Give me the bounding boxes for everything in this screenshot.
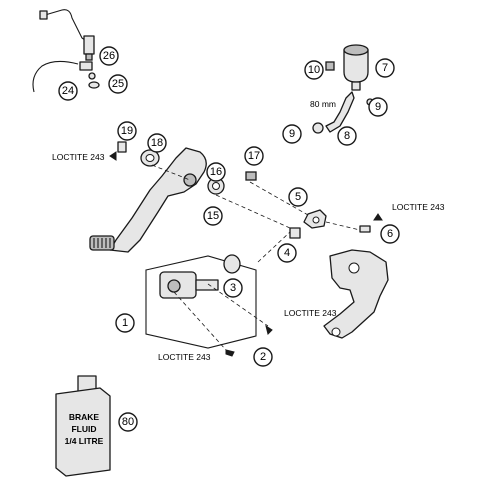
callout-9-left: 9 bbox=[289, 128, 295, 140]
loctite-note-bottom: LOCTITE 243 bbox=[158, 352, 211, 362]
callout-24: 24 bbox=[62, 85, 74, 97]
reservoir-outlet bbox=[351, 81, 361, 91]
callout-9-right: 9 bbox=[375, 101, 381, 113]
bottle-label-line2: FLUID bbox=[71, 424, 96, 434]
brake-fluid-reservoir-assembly bbox=[312, 44, 374, 134]
loctite-note-right-top: LOCTITE 243 bbox=[392, 202, 445, 212]
callout-18: 18 bbox=[151, 137, 163, 149]
brake-light-switch bbox=[83, 35, 95, 55]
callout-5: 5 bbox=[295, 191, 301, 203]
callout-17: 17 bbox=[248, 150, 260, 162]
bottle-body bbox=[55, 387, 111, 477]
pedal-bracket bbox=[323, 249, 389, 339]
reservoir-hose bbox=[325, 91, 355, 133]
bottle-label-line1: BRAKE bbox=[69, 412, 100, 422]
brake-fluid-bottle: BRAKE FLUID 1/4 LITRE bbox=[55, 375, 111, 477]
mounting-bolt-right bbox=[265, 324, 273, 335]
hose-length-label: 80 mm bbox=[310, 99, 336, 109]
clevis-pin bbox=[359, 225, 371, 233]
loctite-bolt-left bbox=[109, 151, 117, 161]
callout-6: 6 bbox=[387, 228, 393, 240]
switch-thread bbox=[85, 53, 93, 61]
bottle-label-line3: 1/4 LITRE bbox=[65, 436, 104, 446]
switch-body bbox=[79, 61, 93, 71]
hose-clamp-left bbox=[312, 122, 324, 134]
loctite-note-right-mid: LOCTITE 243 bbox=[284, 308, 337, 318]
switch-washer bbox=[88, 81, 100, 89]
bracket-plate bbox=[323, 249, 389, 339]
callout-15: 15 bbox=[207, 210, 219, 222]
pedal-tip-grooves bbox=[93, 238, 111, 248]
pivot-bolt bbox=[117, 141, 127, 153]
switch-connector bbox=[39, 10, 48, 20]
spring-wire bbox=[32, 60, 79, 93]
callout-80: 80 bbox=[122, 416, 134, 428]
mounting-bolt-bottom bbox=[225, 349, 235, 357]
dust-boot bbox=[223, 254, 241, 274]
callout-10: 10 bbox=[308, 64, 320, 76]
annotations: LOCTITE 243 LOCTITE 243 LOCTITE 243 LOCT… bbox=[52, 99, 445, 362]
callout-16: 16 bbox=[210, 166, 222, 178]
return-spring bbox=[245, 171, 257, 181]
leader-lines bbox=[151, 164, 361, 351]
switch-cable bbox=[44, 9, 89, 43]
master-cylinder-assembly bbox=[145, 227, 301, 357]
callout-3: 3 bbox=[230, 282, 236, 294]
reservoir-bolt bbox=[325, 61, 335, 71]
brake-pedal-assembly bbox=[89, 141, 257, 253]
callout-2: 2 bbox=[260, 351, 266, 363]
master-cylinder-port bbox=[167, 279, 181, 293]
callout-7: 7 bbox=[382, 62, 388, 74]
loctite-note-left: LOCTITE 243 bbox=[52, 152, 105, 162]
brake-light-switch-assembly bbox=[32, 9, 100, 93]
pedal-pivot-boss bbox=[183, 173, 197, 187]
switch-nut bbox=[88, 72, 96, 80]
push-rod-assembly bbox=[303, 209, 383, 233]
reservoir-cap bbox=[343, 44, 369, 56]
master-cylinder-piston bbox=[195, 279, 219, 291]
callout-1: 1 bbox=[122, 317, 128, 329]
callout-list: 1 2 3 4 5 6 7 8 9 9 10 15 16 17 18 19 24 bbox=[58, 46, 400, 432]
callout-8: 8 bbox=[344, 130, 350, 142]
callout-25: 25 bbox=[112, 78, 124, 90]
callout-26: 26 bbox=[103, 50, 115, 62]
callout-4: 4 bbox=[284, 247, 290, 259]
master-cylinder-frame bbox=[145, 255, 257, 349]
brake-pedal bbox=[109, 147, 207, 253]
loctite-bolt-right bbox=[373, 213, 383, 221]
callout-19: 19 bbox=[121, 125, 133, 137]
push-rod-nut bbox=[289, 227, 301, 239]
